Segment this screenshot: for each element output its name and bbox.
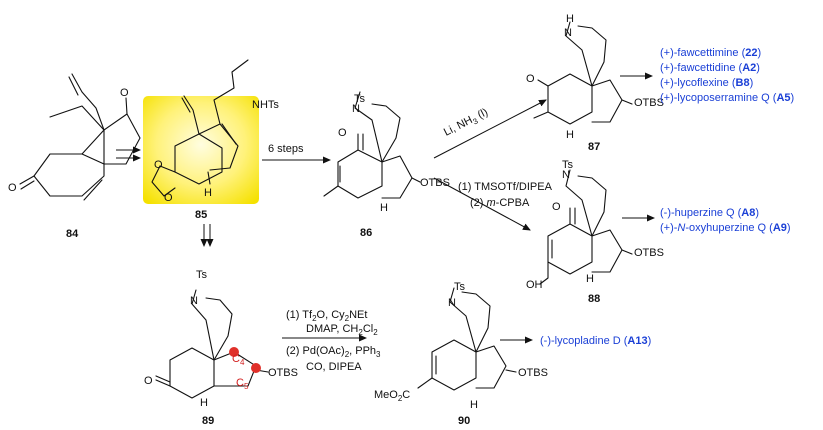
atom-ts-90: Ts: [454, 281, 466, 293]
atom-n-89: N: [190, 295, 198, 307]
compound-88-structure: Ts N O H OTBS OH: [526, 159, 664, 291]
compound-label-84: 84: [66, 228, 79, 240]
product-name: (+)-fawcettidine (A2): [660, 62, 760, 74]
atom-otbs-89: OTBS: [268, 367, 298, 379]
compound-89-structure: Ts N O H OTBS C4 C5: [144, 269, 298, 409]
atom-nh-87: H: [566, 13, 574, 25]
product-name: (-)-huperzine Q (A8): [660, 207, 759, 219]
products-from-90: (-)-lycopladine D (A13): [540, 335, 651, 347]
atom-oh-88: OH: [526, 279, 543, 291]
marker-c4: [229, 347, 239, 357]
atom-h-90: H: [470, 399, 478, 411]
highlight-box-85: [143, 96, 259, 204]
product-name: (+)-fawcettimine (22): [660, 47, 761, 59]
atom-h-88: H: [586, 273, 594, 285]
compound-85-structure: NHTs O O H: [151, 59, 279, 204]
atom-otbs-87: OTBS: [634, 97, 664, 109]
compound-label-88: 88: [588, 293, 600, 305]
compound-label-87: 87: [588, 141, 600, 153]
atom-meo2c-90: MeO2C: [374, 389, 410, 403]
svg-text:Li, NH3 (l): Li, NH3 (l): [442, 106, 491, 140]
compound-label-90: 90: [458, 415, 470, 427]
atom-n-86: N: [352, 103, 360, 115]
condition-co: CO, DIPEA: [306, 361, 362, 373]
product-name: (+)-lycoposerramine Q (A5): [660, 92, 794, 104]
atom-otbs-90: OTBS: [518, 367, 548, 379]
atom-c4-label: C4: [232, 353, 245, 367]
atom-h-87: H: [566, 129, 574, 141]
marker-c5: [251, 363, 261, 373]
atom-o-85b: O: [164, 192, 173, 204]
atom-h-86: H: [380, 202, 388, 214]
atom-n-87: N: [564, 27, 572, 39]
atom-h-85: H: [204, 187, 212, 199]
condition-dmap: DMAP, CH2Cl2: [306, 323, 378, 337]
atom-ts-86: Ts: [354, 93, 366, 105]
product-name: (-)-lycopladine D (A13): [540, 335, 651, 347]
product-name: (+)-N-oxyhuperzine Q (A9): [660, 222, 791, 234]
condition-pd: (2) Pd(OAc)2, PPh3: [286, 345, 381, 359]
atom-n-88: N: [562, 169, 570, 181]
atom-o-89: O: [144, 375, 153, 387]
condition-six-steps: 6 steps: [268, 143, 304, 155]
atom-otbs-86: OTBS: [420, 177, 450, 189]
compound-86-structure: Ts N O H OTBS: [323, 91, 450, 214]
product-name: (+)-lycoflexine (B8): [660, 77, 753, 89]
products-from-87: (+)-fawcettimine (22) (+)-fawcettidine (A…: [660, 47, 794, 104]
atom-o-84a: O: [120, 87, 129, 99]
condition-tf2o: (1) Tf2O, Cy2NEt: [286, 309, 367, 323]
arrow-86-to-87: [433, 99, 547, 159]
compound-label-89: 89: [202, 415, 214, 427]
atom-c5-label: C5: [236, 377, 249, 391]
compound-87-structure: H N O H OTBS: [526, 13, 664, 141]
atom-o-87: O: [526, 73, 535, 85]
atom-nhts: NHTs: [252, 99, 279, 111]
condition-mcpba: (2) m-CPBA: [470, 197, 530, 209]
atom-o-85a: O: [154, 159, 163, 171]
atom-ts-88: Ts: [562, 159, 574, 171]
atom-h-89: H: [200, 397, 208, 409]
compound-label-86: 86: [360, 227, 372, 239]
atom-o-88: O: [552, 201, 561, 213]
atom-n-90: N: [448, 297, 456, 309]
products-from-88: (-)-huperzine Q (A8) (+)-N-oxyhuperzine Q…: [660, 207, 791, 234]
atom-o-84b: O: [8, 182, 17, 194]
compound-label-85: 85: [195, 209, 207, 221]
atom-otbs-88: OTBS: [634, 247, 664, 259]
atom-ts-89: Ts: [196, 269, 208, 281]
arrow-86-to-88: [433, 177, 531, 231]
condition-li-nh3: Li, NH3 (l): [442, 106, 491, 140]
compound-84-structure: O O: [8, 73, 141, 201]
condition-tmsotf: (1) TMSOTf/DIPEA: [458, 181, 553, 193]
compound-90-structure: Ts N H OTBS MeO2C: [374, 281, 548, 411]
atom-o-86: O: [338, 127, 347, 139]
